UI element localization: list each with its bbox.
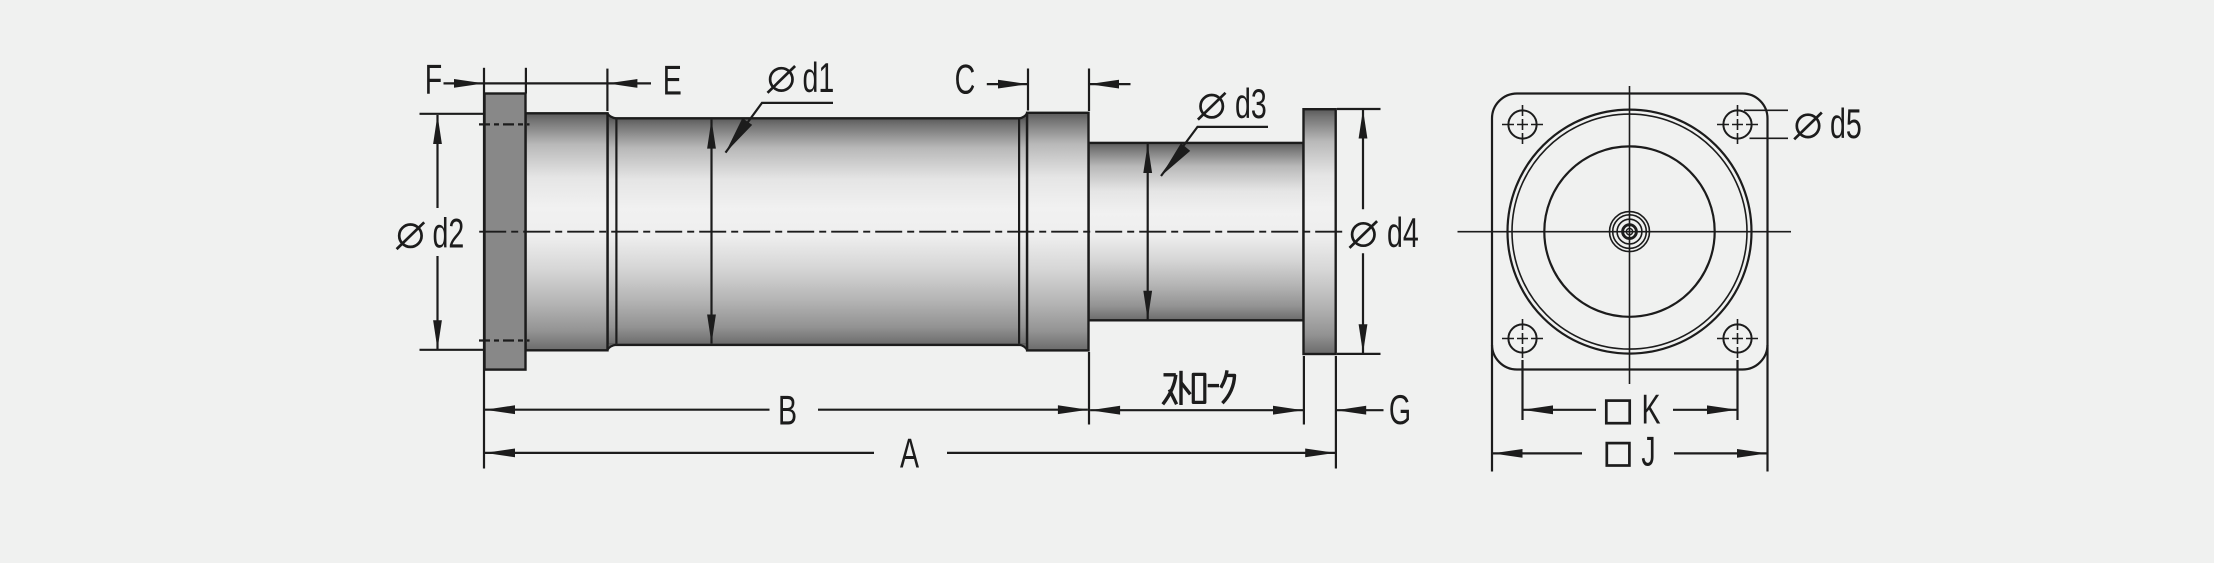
svg-text:d2: d2	[433, 209, 465, 257]
svg-text:B: B	[778, 386, 797, 434]
svg-text:C: C	[955, 55, 976, 103]
svg-text:J: J	[1641, 427, 1655, 475]
svg-text:d5: d5	[1830, 100, 1862, 148]
svg-text:G: G	[1389, 385, 1411, 433]
svg-text:A: A	[900, 429, 919, 477]
svg-text:d1: d1	[803, 53, 835, 101]
svg-text:E: E	[663, 56, 682, 104]
svg-text:d4: d4	[1387, 208, 1419, 256]
svg-text:K: K	[1641, 385, 1660, 433]
svg-text:d3: d3	[1235, 79, 1267, 127]
svg-text:F: F	[425, 55, 442, 103]
